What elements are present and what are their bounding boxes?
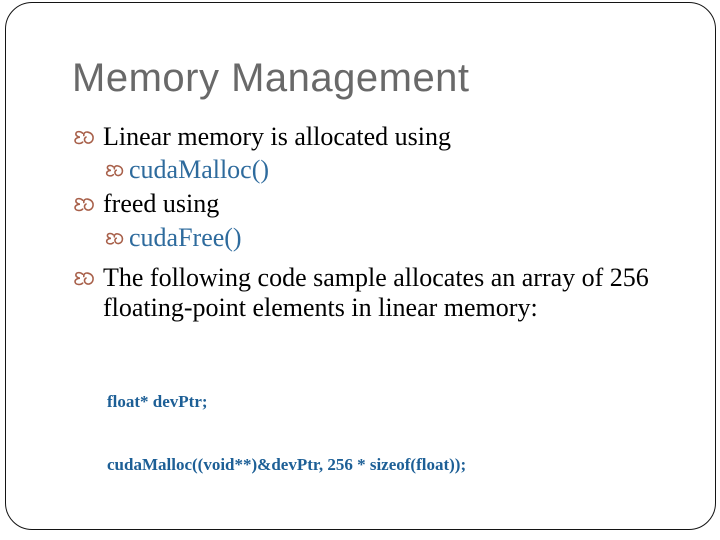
double-curl-bullet-icon: [104, 155, 129, 186]
double-curl-bullet-icon: [72, 263, 103, 295]
bullet-item: freed using: [72, 189, 219, 221]
bullet-text: freed using: [103, 189, 220, 218]
bullet-item: Linear memory is allocated using: [72, 122, 451, 154]
double-curl-bullet-icon: [72, 189, 103, 221]
bullet-text: The following code sample allocates an a…: [103, 263, 649, 322]
code-block: float* devPtr; cudaMalloc((void**)&devPt…: [107, 349, 466, 517]
double-curl-bullet-icon: [104, 223, 129, 254]
bullet-text: cudaFree(): [129, 223, 242, 252]
bullet-text: cudaMalloc(): [129, 155, 270, 184]
code-line: float* devPtr;: [107, 392, 208, 411]
code-line: cudaMalloc((void**)&devPtr, 256 * sizeof…: [107, 455, 467, 474]
bullet-item: The following code sample allocates an a…: [72, 263, 663, 323]
bullet-item: cudaMalloc(): [104, 155, 269, 186]
slide-border-frame: [5, 2, 716, 530]
slide-title: Memory Management: [72, 56, 470, 100]
double-curl-bullet-icon: [72, 122, 103, 154]
bullet-text: Linear memory is allocated using: [103, 122, 452, 151]
bullet-item: cudaFree(): [104, 223, 242, 254]
